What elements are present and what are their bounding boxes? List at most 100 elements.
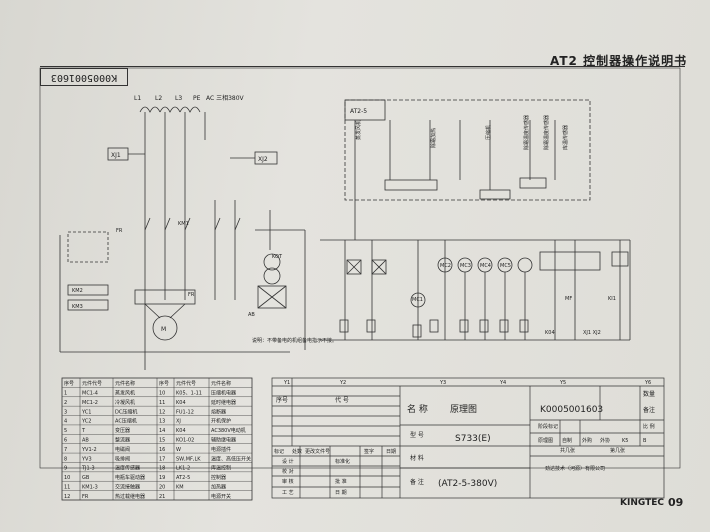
title-block — [271, 377, 665, 499]
svg-text:代 号: 代 号 — [335, 396, 349, 404]
parts-table-cell: 1 — [64, 391, 67, 397]
parts-table-cell: LK1-2 — [176, 466, 190, 472]
parts-table-cell: 21 — [159, 494, 165, 500]
svg-text:S733(E): S733(E) — [455, 434, 491, 444]
svg-text:数量: 数量 — [643, 390, 655, 398]
svg-text:标记: 标记 — [274, 448, 284, 455]
svg-text:原理图: 原理图 — [538, 438, 553, 444]
svg-text:外协: 外协 — [600, 437, 610, 444]
parts-table-cell: GB — [82, 475, 90, 481]
fan-label-1: 蒸发风机 — [355, 120, 362, 140]
svg-text:劲达技术（河源）有限公司: 劲达技术（河源）有限公司 — [545, 465, 605, 472]
parts-table-cell: 19 — [159, 475, 165, 481]
parts-table-cell: 电磁阀 — [115, 446, 130, 453]
label-kot: KOT — [272, 254, 283, 260]
parts-table-cell: 电瓶车驱动器 — [115, 474, 145, 481]
parts-table-cell: AC380V电动机 — [211, 427, 246, 434]
fan-label-5: 除霜温度传感器 — [543, 115, 550, 150]
svg-text:名 称: 名 称 — [407, 403, 428, 415]
parts-table-cell: 13 — [159, 419, 165, 425]
parts-table-cell: 整流器 — [115, 436, 130, 443]
parts-table-cell: 12 — [64, 494, 70, 500]
parts-table-cell: 开机保护 — [211, 418, 231, 425]
parts-table-cell: K04 — [176, 428, 186, 434]
parts-table-cell: 20 — [159, 484, 165, 490]
parts-table-cell: KM — [176, 484, 184, 490]
parts-table-cell: YV1-2 — [81, 447, 97, 453]
svg-text:型 号: 型 号 — [410, 431, 424, 439]
label-mc3: MC3 — [460, 263, 471, 269]
label-mc2: MC2 — [440, 263, 451, 269]
parts-table-cell: XJ — [176, 419, 181, 425]
parts-table-cell: YV3 — [81, 456, 92, 462]
parts-table-cell: 延时继电器 — [211, 399, 236, 406]
parts-table-cell: 5 — [64, 428, 67, 434]
svg-text:K5: K5 — [622, 438, 628, 444]
parts-table-cell: 控制器 — [211, 474, 226, 481]
parts-table-cell: AB — [82, 437, 89, 443]
parts-table-cell: W — [176, 447, 181, 453]
label-l1: L1 — [134, 95, 141, 102]
parts-table-cell: 18 — [159, 466, 165, 472]
svg-text:批 准: 批 准 — [335, 478, 347, 485]
parts-table-cell: 17 — [159, 456, 165, 462]
label-fr2: FR — [188, 292, 195, 298]
parts-table-cell: SW,MF,LK — [176, 456, 201, 462]
label-mc1: MC1 — [412, 297, 423, 303]
parts-table-header-cell: 元件代号 — [82, 380, 102, 387]
svg-text:日 期: 日 期 — [335, 490, 347, 496]
label-pe: PE — [193, 95, 201, 102]
parts-table-header-cell: 元件名称 — [211, 380, 231, 387]
parts-table-cell: K04 — [176, 400, 186, 406]
rectifier-box — [257, 285, 287, 309]
parts-table-cell: 2 — [64, 400, 67, 406]
fr-relay-box — [134, 289, 196, 305]
parts-table-cell: 温度传感器 — [115, 465, 140, 472]
parts-table-cell: 14 — [159, 428, 165, 434]
svg-text:备注: 备注 — [643, 406, 655, 414]
parts-table-cell: 交流接触器 — [115, 483, 140, 490]
parts-table-cell: 蒸发风机 — [115, 390, 135, 397]
parts-table-cell: 6 — [64, 437, 67, 443]
parts-table-cell: 8 — [64, 456, 67, 462]
label-fr: FR — [116, 228, 123, 234]
label-xj2: XJ2 — [258, 156, 268, 163]
svg-text:Y3: Y3 — [439, 380, 446, 386]
parts-table-header-cell: 序号 — [64, 380, 74, 387]
svg-text:(AT2-5-380V): (AT2-5-380V) — [438, 479, 497, 489]
parts-table-cell: KM1-3 — [82, 484, 98, 490]
controller-box — [344, 99, 591, 201]
svg-text:Y6: Y6 — [644, 380, 651, 386]
label-ac: AC 三相380V — [206, 94, 245, 102]
label-mc5: MC5 — [500, 263, 511, 269]
label-l2: L2 — [155, 95, 162, 102]
parts-table-cell: 加热器 — [211, 483, 226, 490]
parts-table-cell: 电源插件 — [211, 446, 231, 453]
parts-table-cell: KO1-02 — [176, 437, 194, 443]
parts-table-cell: 15 — [159, 437, 165, 443]
parts-table-header-cell: 序号 — [159, 380, 169, 387]
parts-table-cell: 辅助继电器 — [211, 436, 236, 443]
fan-label-2: 除霜加热 — [430, 128, 437, 148]
parts-table-cell: K05、1-11 — [176, 391, 202, 397]
footer-brand: KINGTEC — [620, 498, 664, 508]
page-header-title: AT2 控制器操作说明书 — [550, 54, 688, 68]
parts-table-cell: 11 — [64, 484, 70, 490]
parts-table-cell: TJ1-3 — [81, 466, 95, 472]
parts-table-cell: 变压器 — [115, 427, 130, 434]
svg-text:序号: 序号 — [276, 396, 288, 404]
parts-table-cell: 库温控制 — [211, 465, 231, 472]
fan-label-6: 库温传感器 — [562, 125, 569, 150]
label-ab: AB — [248, 312, 255, 318]
label-ki1: KI1 — [608, 296, 616, 302]
parts-table-cell: 11 — [159, 400, 165, 406]
svg-text:审 核: 审 核 — [282, 478, 294, 485]
parts-table-cell: 12 — [159, 409, 165, 415]
parts-table-cell: 4 — [64, 419, 67, 425]
parts-table-cell: FU1-12 — [176, 409, 194, 415]
parts-table-cell: 压缩机电器 — [211, 390, 236, 397]
motor-symbol — [152, 315, 178, 341]
title-block-text: Y1 Y2 Y3 Y4 Y5 Y6 序号 代 号 名 称 原理图 K000500… — [274, 380, 655, 496]
